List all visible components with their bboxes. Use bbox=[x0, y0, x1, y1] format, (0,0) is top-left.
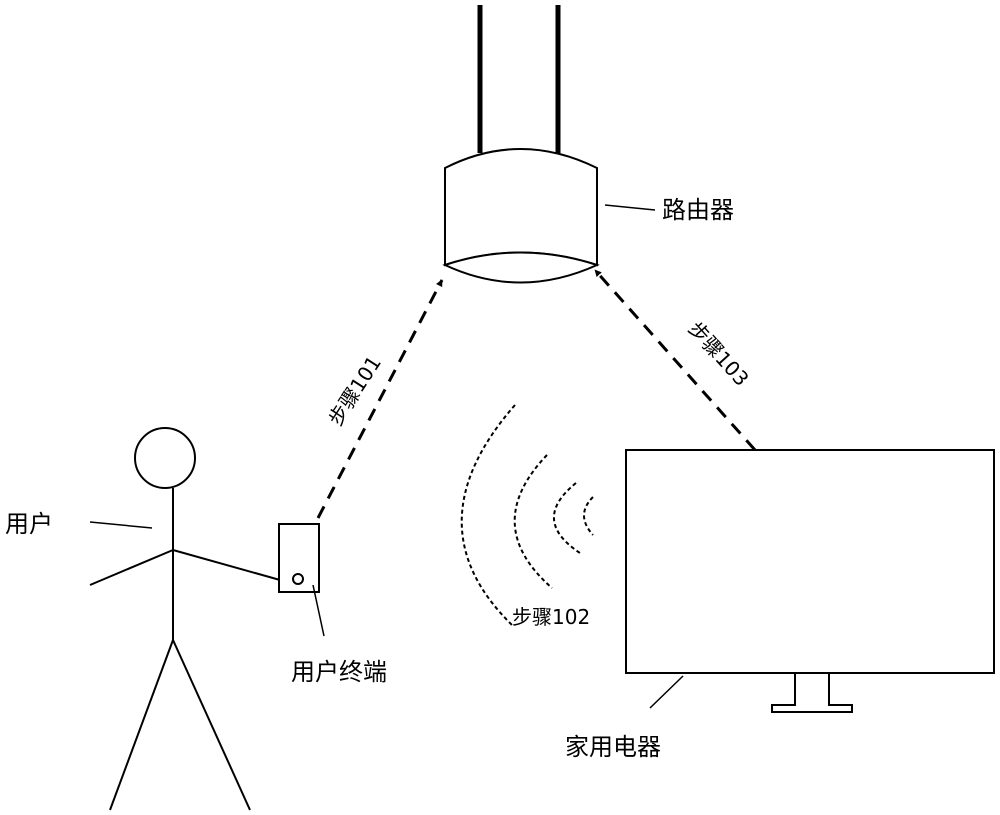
terminal-leader-line bbox=[312, 584, 325, 637]
router-leader-line bbox=[604, 204, 656, 211]
router-label: 路由器 bbox=[662, 196, 734, 224]
user-leg-left bbox=[109, 639, 174, 811]
appliance-label: 家用电器 bbox=[565, 733, 661, 761]
tv-stand bbox=[771, 673, 853, 713]
appliance-leader-line bbox=[649, 675, 684, 709]
signal-wave-4 bbox=[460, 404, 516, 626]
user-label: 用户 bbox=[5, 510, 53, 538]
user-leg-right bbox=[172, 639, 251, 811]
step103-arrow bbox=[593, 269, 757, 451]
router-base bbox=[442, 251, 600, 284]
router-body bbox=[444, 148, 598, 267]
user-terminal-icon bbox=[278, 523, 325, 637]
wireless-signal-icon bbox=[460, 404, 594, 626]
step102-label: 步骤102 bbox=[512, 605, 591, 629]
signal-wave-2 bbox=[553, 482, 581, 554]
user-arm-left bbox=[89, 549, 174, 586]
phone-button bbox=[292, 573, 304, 585]
user-head bbox=[134, 427, 196, 489]
user-arm-right bbox=[172, 549, 281, 581]
user-leader-line bbox=[89, 521, 153, 529]
signal-wave-3 bbox=[513, 454, 553, 589]
tv-screen bbox=[625, 449, 995, 674]
user-terminal-label: 用户终端 bbox=[291, 658, 387, 686]
step101-arrow bbox=[316, 279, 444, 519]
router-icon bbox=[442, 5, 656, 284]
signal-wave-1 bbox=[583, 496, 594, 536]
user-figure bbox=[89, 427, 281, 811]
appliance-icon bbox=[625, 449, 995, 713]
